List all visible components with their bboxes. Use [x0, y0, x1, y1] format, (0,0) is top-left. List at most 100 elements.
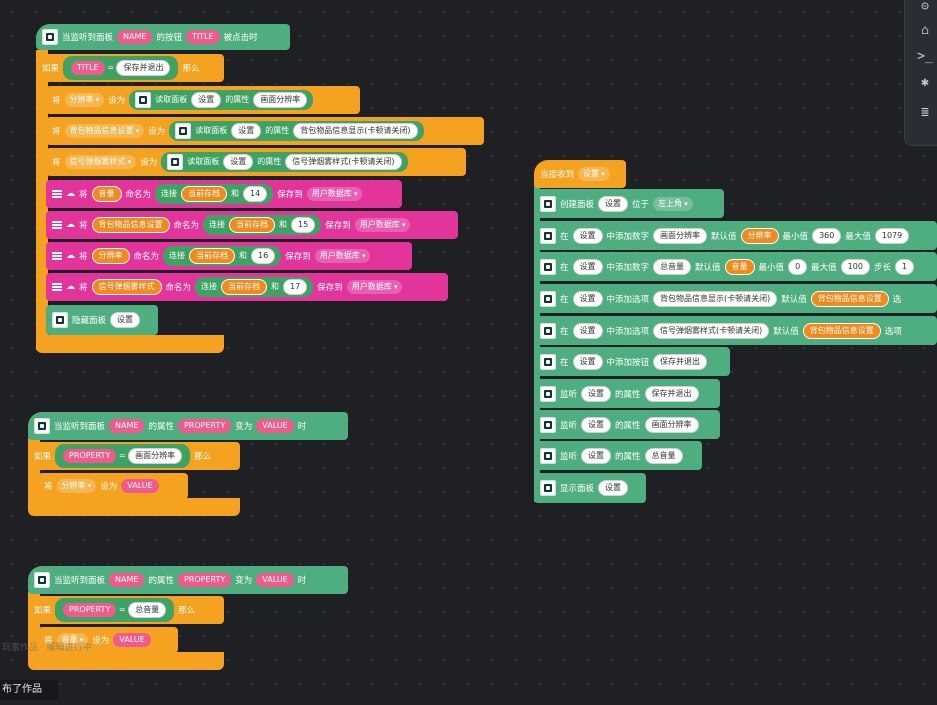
variable-dropdown[interactable]: 分辨率 — [56, 479, 97, 493]
number-field[interactable]: 17 — [283, 279, 308, 295]
label-field[interactable]: 信号弹烟雾样式(卡顿请关闭) — [653, 322, 770, 339]
database-dropdown[interactable]: 用户数据库 — [306, 187, 363, 201]
listen-property-block[interactable]: 监听 设置 的属性 保存并退出 — [534, 379, 720, 408]
show-panel-block[interactable]: 显示面板 设置 — [534, 473, 646, 503]
variable-dropdown[interactable]: 音量 — [56, 633, 89, 647]
panel-field[interactable]: 设置 — [223, 154, 254, 170]
property-field[interactable]: 画面分辨率 — [253, 92, 308, 108]
if-block[interactable]: 如果 PROPERTY = 画面分辨率 那么 — [28, 442, 240, 470]
add-number-block[interactable]: 在 设置 中添加数字 总音量 默认值 音量 最小值 0 最大值 100 步长 1 — [534, 252, 937, 281]
param-property[interactable]: PROPERTY — [177, 419, 232, 433]
param-title[interactable]: TITLE — [185, 30, 220, 44]
param-value[interactable]: VALUE — [113, 633, 151, 647]
max-field[interactable]: 100 — [840, 258, 870, 275]
panel-field[interactable]: 设置 — [598, 195, 629, 212]
param-name[interactable]: NAME — [117, 30, 153, 44]
set-variable-block[interactable]: 将 分辨率 设为 读取面板 设置 的属性 画面分辨率 — [46, 86, 360, 114]
param-name[interactable]: NAME — [109, 419, 145, 433]
property-field[interactable]: 画面分辨率 — [644, 416, 699, 433]
variable-reporter[interactable]: 背包物品信息设置 — [802, 322, 881, 339]
add-option-block[interactable]: 在 设置 中添加选项 背包物品信息显示(卡顿请关闭) 默认值 背包物品信息设置 … — [534, 284, 937, 313]
variable-dropdown[interactable]: 背包物品信息设置 — [64, 124, 145, 138]
label-field[interactable]: 画面分辨率 — [653, 227, 708, 244]
add-option-block[interactable]: 在 设置 中添加选项 信号弹烟雾样式(卡顿请关闭) 默认值 背包物品信息设置 选… — [534, 316, 937, 345]
listen-property-block[interactable]: 监听 设置 的属性 总音量 — [534, 441, 702, 470]
max-field[interactable]: 1079 — [874, 227, 910, 244]
param-value[interactable]: VALUE — [121, 479, 159, 493]
number-field[interactable]: 15 — [291, 217, 316, 233]
variable-reporter[interactable]: 信号弹烟雾样式 — [91, 279, 162, 295]
database-dropdown[interactable]: 用户数据库 — [354, 218, 411, 232]
set-variable-block[interactable]: 将 背包物品信息设置 设为 读取面板 设置 的属性 背包物品信息显示(卡顿请关闭… — [46, 117, 484, 145]
value-field[interactable]: 画面分辨率 — [128, 448, 183, 464]
account-icon[interactable]: ⊝ — [921, 0, 929, 14]
set-variable-block[interactable]: 将 信号弹烟雾样式 设为 读取面板 设置 的属性 信号弹烟雾样式(卡顿请关闭) — [46, 148, 466, 176]
panel-field[interactable]: 设置 — [572, 290, 603, 307]
terminal-icon[interactable]: >_ — [917, 49, 933, 64]
min-field[interactable]: 0 — [788, 258, 808, 275]
join-reporter[interactable]: 连接 当前存档 和 15 — [203, 215, 322, 235]
message-dropdown[interactable]: 设置 — [578, 167, 610, 181]
param-property[interactable]: PROPERTY — [63, 449, 117, 463]
number-field[interactable]: 14 — [243, 186, 268, 202]
add-button-block[interactable]: 在 设置 中添加按钮 保存并退出 — [534, 347, 730, 376]
cloud-save-block[interactable]: ☁ 将 信号弹烟雾样式 命名为 连接 当前存档 和 17 保存到 用户数据库 — [46, 273, 448, 301]
number-field[interactable]: 16 — [251, 248, 276, 264]
variable-reporter[interactable]: 背包物品信息设置 — [810, 290, 889, 307]
cloud-save-block[interactable]: ☁ 将 音量 命名为 连接 当前存档 和 14 保存到 用户数据库 — [46, 180, 402, 208]
read-panel-reporter[interactable]: 读取面板 设置 的属性 背包物品信息显示(卡顿请关闭) — [169, 121, 424, 141]
panel-field[interactable]: 设置 — [581, 385, 612, 402]
label-field[interactable]: 背包物品信息显示(卡顿请关闭) — [653, 290, 778, 307]
database-dropdown[interactable]: 用户数据库 — [314, 249, 371, 263]
variable-reporter[interactable]: 背包物品信息设置 — [91, 217, 170, 233]
step-field[interactable]: 1 — [894, 258, 915, 275]
param-property[interactable]: PROPERTY — [177, 573, 232, 587]
variable-dropdown[interactable]: 信号弹烟雾样式 — [64, 155, 137, 169]
property-field[interactable]: 总音量 — [644, 447, 683, 464]
label-field[interactable]: 保存并退出 — [653, 353, 708, 370]
condition-equals[interactable]: TITLE = 保存并退出 — [63, 56, 179, 80]
panel-field[interactable]: 设置 — [572, 353, 603, 370]
read-panel-reporter[interactable]: 读取面板 设置 的属性 画面分辨率 — [129, 90, 314, 110]
variable-reporter[interactable]: 音量 — [724, 258, 755, 275]
variable-reporter[interactable]: 当前存档 — [189, 248, 236, 264]
hide-panel-block[interactable]: 隐藏面板 设置 — [46, 305, 158, 335]
set-variable-block[interactable]: 将 音量 设为 VALUE — [38, 627, 178, 653]
property-field[interactable]: 保存并退出 — [644, 385, 699, 402]
variable-reporter[interactable]: 音量 — [91, 186, 122, 202]
if-block[interactable]: 如果 TITLE = 保存并退出 那么 — [36, 54, 224, 82]
join-reporter[interactable]: 连接 当前存档 和 14 — [155, 184, 274, 204]
panel-field[interactable]: 设置 — [572, 322, 603, 339]
condition-equals[interactable]: PROPERTY = 总音量 — [55, 598, 175, 622]
read-panel-reporter[interactable]: 读取面板 设置 的属性 信号弹烟雾样式(卡顿请关闭) — [161, 152, 408, 172]
cloud-save-block[interactable]: ☁ 将 分辨率 命名为 连接 当前存档 和 16 保存到 用户数据库 — [46, 242, 412, 270]
event-hat-property-change[interactable]: 当监听到面板 NAME 的属性 PROPERTY 变为 VALUE 时 — [28, 566, 348, 594]
bug-icon[interactable]: ✱ — [921, 75, 929, 90]
join-reporter[interactable]: 连接 当前存档 和 17 — [195, 277, 314, 297]
event-hat-receive-message[interactable]: 当接收到 设置 — [534, 160, 626, 188]
create-panel-block[interactable]: 创建面板 设置 位于 左上角 — [534, 189, 724, 218]
variable-reporter[interactable]: 当前存档 — [229, 217, 276, 233]
add-number-block[interactable]: 在 设置 中添加数字 画面分辨率 默认值 分辨率 最小值 360 最大值 107… — [534, 221, 937, 250]
document-icon[interactable]: ≣ — [921, 105, 929, 120]
property-field[interactable]: 背包物品信息显示(卡顿请关闭) — [293, 123, 418, 139]
set-variable-block[interactable]: 将 分辨率 设为 VALUE — [38, 473, 188, 499]
variable-reporter[interactable]: 当前存档 — [181, 186, 228, 202]
variable-reporter[interactable]: 当前存档 — [221, 279, 268, 295]
param-title[interactable]: TITLE — [71, 61, 105, 75]
panel-field[interactable]: 设置 — [231, 123, 262, 139]
param-value[interactable]: VALUE — [256, 573, 294, 587]
event-hat-button-click[interactable]: 当监听到面板 NAME 的按钮 TITLE 被点击时 — [36, 24, 290, 50]
value-field[interactable]: 保存并退出 — [116, 60, 171, 76]
panel-field[interactable]: 设置 — [572, 227, 603, 244]
param-name[interactable]: NAME — [109, 573, 145, 587]
variable-dropdown[interactable]: 分辨率 — [64, 93, 105, 107]
panel-field[interactable]: 设置 — [191, 92, 222, 108]
panel-field[interactable]: 设置 — [110, 312, 141, 328]
variable-reporter[interactable]: 分辨率 — [740, 227, 779, 244]
condition-equals[interactable]: PROPERTY = 画面分辨率 — [55, 444, 191, 468]
param-property[interactable]: PROPERTY — [63, 603, 117, 617]
panel-field[interactable]: 设置 — [572, 258, 603, 275]
panel-field[interactable]: 设置 — [581, 416, 612, 433]
label-field[interactable]: 总音量 — [653, 258, 692, 275]
